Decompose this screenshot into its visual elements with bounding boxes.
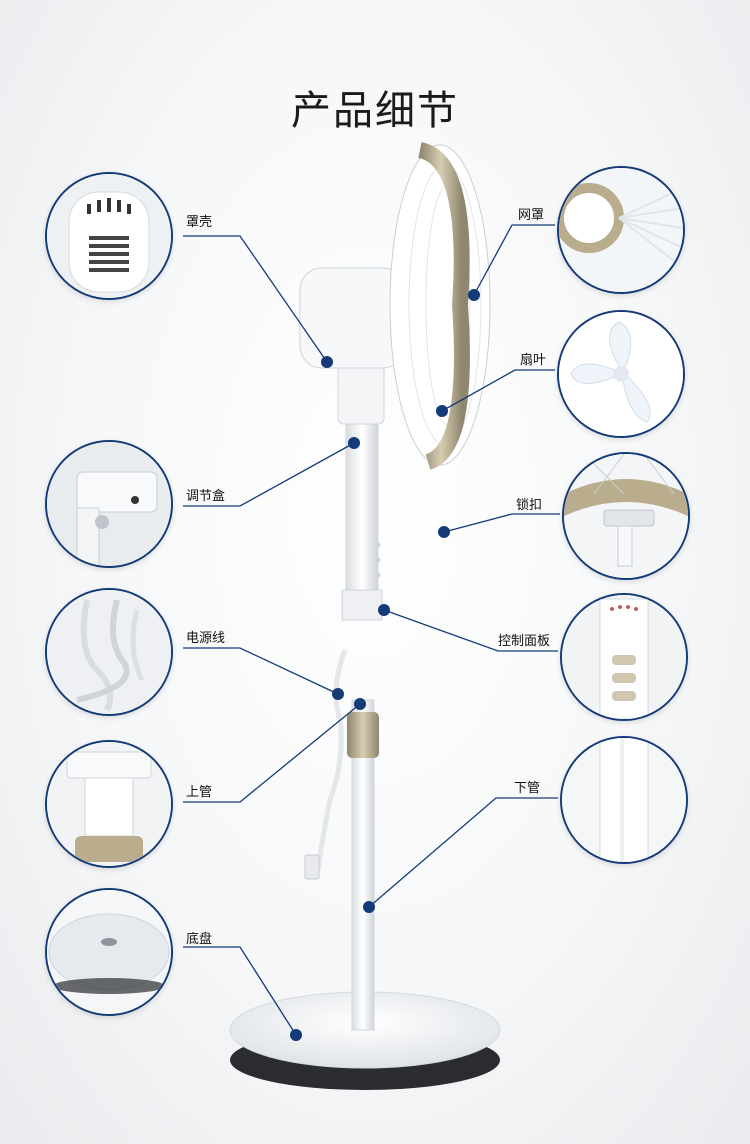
label-wangzhao: 网罩: [518, 208, 545, 223]
callout-line-zhaoke: [183, 235, 328, 363]
callout-line-xiaguan: [368, 797, 558, 908]
callout-dot-zhaoke: [321, 356, 333, 368]
detail-wangzhao: [557, 166, 685, 294]
detail-xiaguan: [560, 736, 688, 864]
callout-dot-dipan: [290, 1029, 302, 1041]
label-zhaoke: 罩壳: [186, 215, 213, 230]
callout-line-dipan: [183, 946, 297, 1036]
callout-line-kongzhimianban: [383, 609, 558, 652]
callout-dot-tiaojiehe: [348, 437, 360, 449]
callout-line-shangguan: [183, 703, 361, 803]
callout-dot-kongzhimianban: [378, 604, 390, 616]
page-title: 产品细节: [291, 88, 459, 134]
callout-dot-xiaguan: [363, 901, 375, 913]
callout-line-suokou: [443, 513, 560, 533]
gold-guard-ring: [417, 142, 470, 470]
callout-dot-shangguan: [354, 698, 366, 710]
detail-shanye: [557, 310, 685, 438]
label-kongzhimianban: 控制面板: [498, 634, 551, 649]
gold-collar: [347, 712, 379, 758]
detail-tiaojiehe: [45, 440, 173, 568]
detail-kongzhimianban: [560, 593, 688, 721]
callout-line-tiaojiehe: [183, 442, 355, 507]
label-shangguan: 上管: [186, 785, 213, 800]
label-tiaojiehe: 调节盒: [186, 489, 226, 504]
label-xiaguan: 下管: [514, 781, 541, 796]
detail-dipan: [45, 888, 173, 1016]
callout-line-dianyuanxian: [183, 647, 339, 695]
callout-line-wangzhao: [473, 224, 555, 296]
label-dipan: 底盘: [186, 932, 213, 947]
detail-dianyuanxian: [45, 588, 173, 716]
callout-line-shanye: [441, 369, 555, 412]
label-shanye: 扇叶: [520, 353, 547, 368]
detail-zhaoke: [45, 172, 173, 300]
callout-dot-suokou: [438, 526, 450, 538]
detail-suokou: [562, 452, 690, 580]
label-dianyuanxian: 电源线: [186, 631, 226, 646]
callout-dot-dianyuanxian: [332, 688, 344, 700]
callout-dot-shanye: [436, 405, 448, 417]
detail-shangguan: [45, 740, 173, 868]
label-suokou: 锁扣: [516, 498, 543, 513]
callout-dot-wangzhao: [468, 289, 480, 301]
